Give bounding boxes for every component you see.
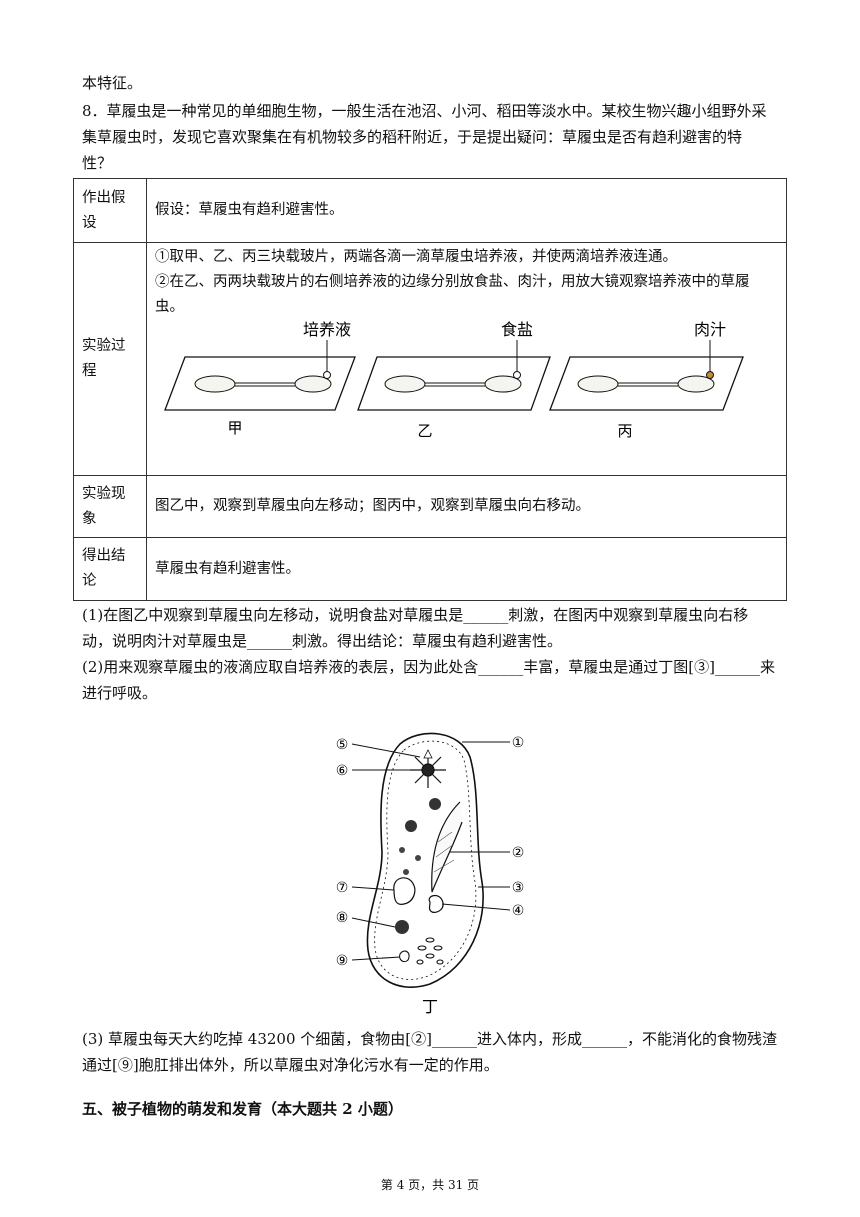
- label-4: ④: [512, 903, 525, 919]
- label-2: ②: [512, 845, 525, 861]
- q1-line-2: 动，说明肉汁对草履虫是______刺激。得出结论：草履虫有趋利避害性。: [82, 632, 563, 650]
- slide-jia: 培养液 甲: [164, 320, 356, 437]
- label-3: ③: [512, 880, 525, 896]
- slide-label-salt: 食盐: [501, 320, 533, 339]
- intro-tail: 本特征。: [82, 74, 143, 92]
- label-6: ⑥: [336, 763, 349, 779]
- procedure-step-1: ①取甲、乙、丙三块载玻片，两端各滴一滴草履虫培养液，并使两滴培养液连通。: [155, 249, 677, 265]
- q3-line-1: (3) 草履虫每天大约吃掉 43200 个细菌，食物由[②]______进入体内…: [82, 1030, 777, 1048]
- slide-yi: 食盐 乙: [357, 320, 551, 440]
- question-line-1: 8．草履虫是一种常见的单细胞生物，一般生活在池沼、小河、稻田等淡水中。某校生物兴…: [82, 102, 767, 120]
- page-footer: 第 4 页，共 31 页: [380, 1178, 480, 1192]
- q2-line-2: 进行呼吸。: [82, 684, 158, 702]
- header-text: 实验现: [82, 485, 126, 502]
- table-header-observation: 实验现 象: [73, 475, 147, 538]
- slide-name-jia: 甲: [227, 419, 242, 437]
- slide-label-culture: 培养液: [303, 320, 351, 339]
- figure-caption-ding: 丁: [422, 997, 438, 1016]
- header-text: 得出结: [82, 548, 126, 564]
- slide-name-yi: 乙: [417, 422, 432, 440]
- q1-line-1: (1)在图乙中观察到草履虫向左移动，说明食盐对草履虫是______刺激，在图丙中…: [82, 606, 749, 624]
- header-text: 实验过: [82, 338, 126, 354]
- procedure-step-2: ②在乙、丙两块载玻片的右侧培养液的边缘分别放食盐、肉汁，用放大镜观察培养液中的草…: [155, 274, 750, 290]
- paramecium-diagram: ⑤ ⑥ ⑦ ⑧ ⑨ ① ② ③ ④ 丁: [336, 732, 525, 1016]
- label-8: ⑧: [336, 910, 349, 926]
- cell-text: 假设：草履虫有趋利避害性。: [155, 202, 344, 218]
- label-9: ⑨: [336, 953, 349, 969]
- header-text: 设: [82, 214, 97, 231]
- q2-line-1: (2)用来观察草履虫的液滴应取自培养液的表层，因为此处含______丰富，草履虫…: [82, 658, 775, 676]
- table-row-procedure: 实验过 程 ①取甲、乙、丙三块载玻片，两端各滴一滴草履虫培养液，并使两滴培养液连…: [73, 242, 787, 476]
- table-cell-procedure: ①取甲、乙、丙三块载玻片，两端各滴一滴草履虫培养液，并使两滴培养液连通。 ②在乙…: [146, 242, 787, 476]
- table-header-conclusion: 得出结 论: [73, 537, 147, 601]
- table-cell-observation: 图乙中，观察到草履虫向左移动；图丙中，观察到草履虫向右移动。: [146, 475, 787, 538]
- question-line-3: 性？: [82, 154, 113, 172]
- header-text: 象: [82, 510, 97, 527]
- table-row-observation: 实验现 象 图乙中，观察到草履虫向左移动；图丙中，观察到草履虫向右移动。: [73, 475, 787, 538]
- label-5: ⑤: [336, 737, 349, 753]
- slide-name-bing: 丙: [617, 422, 632, 440]
- table-cell-hypothesis: 假设：草履虫有趋利避害性。: [146, 178, 787, 243]
- section-title: 五、被子植物的萌发和发育（本大题共 2 小题）: [82, 1100, 403, 1118]
- procedure-step-2-cont: 虫。: [155, 299, 184, 315]
- cell-text: 图乙中，观察到草履虫向左移动；图丙中，观察到草履虫向右移动。: [155, 498, 590, 514]
- slides-diagram: 培养液 甲 食盐 乙: [164, 320, 744, 440]
- header-text: 程: [82, 363, 97, 379]
- header-text: 论: [82, 573, 97, 589]
- question-line-2: 集草履虫时，发现它喜欢聚集在有机物较多的稻秆附近，于是提出疑问：草履虫是否有趋利…: [82, 128, 743, 146]
- cell-text: 草履虫有趋利避害性。: [155, 560, 300, 577]
- experiment-table: 作出假 设 假设：草履虫有趋利避害性。 实验过 程 ①取甲、乙、丙三块载玻片，两…: [73, 178, 787, 601]
- table-row-conclusion: 得出结 论 草履虫有趋利避害性。: [73, 537, 787, 601]
- table-cell-conclusion: 草履虫有趋利避害性。: [146, 537, 787, 601]
- table-header-procedure: 实验过 程: [73, 242, 147, 476]
- label-1: ①: [512, 735, 525, 751]
- table-header-hypothesis: 作出假 设: [73, 178, 147, 243]
- table-row-hypothesis: 作出假 设 假设：草履虫有趋利避害性。: [73, 178, 787, 243]
- header-text: 作出假: [82, 189, 126, 206]
- slide-bing: 肉汁 丙: [549, 320, 744, 440]
- label-7: ⑦: [336, 880, 349, 896]
- slide-label-broth: 肉汁: [694, 320, 726, 339]
- q3-line-2: 通过[⑨]胞肛排出体外，所以草履虫对净化污水有一定的作用。: [82, 1056, 499, 1074]
